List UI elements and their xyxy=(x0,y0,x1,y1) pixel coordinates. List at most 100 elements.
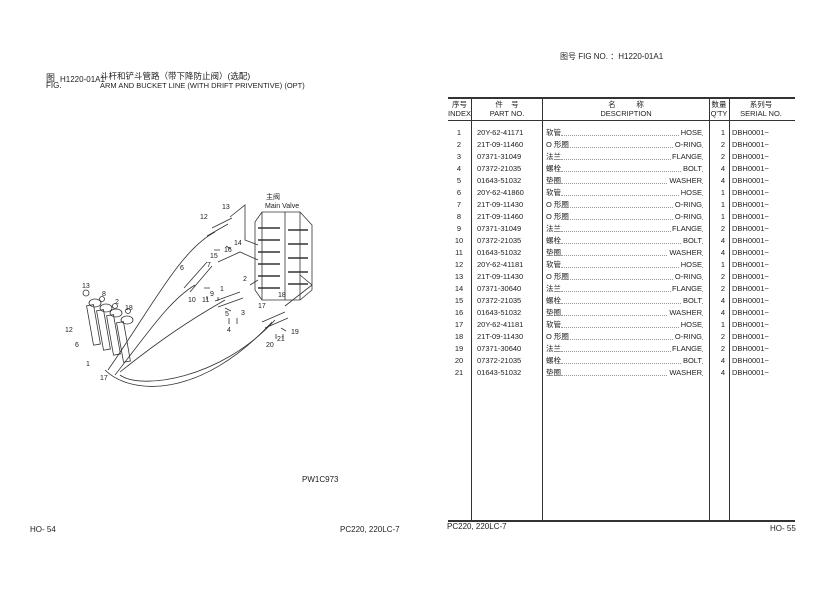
callout: 6 xyxy=(75,342,79,349)
quantity: 2 xyxy=(720,272,725,281)
leader-dots xyxy=(561,199,703,208)
description-cn: O 形圈 xyxy=(546,200,569,209)
callout: 2 xyxy=(115,299,119,306)
callout: 4 xyxy=(227,327,231,334)
main-valve-drawing xyxy=(254,211,313,301)
main-valve-label-cn: 主阀 xyxy=(266,192,280,201)
part-number: 21T-09-11430 xyxy=(477,332,524,341)
col-divider xyxy=(729,97,730,521)
title-en: ARM AND BUCKET LINE (WITH DRIFT PRIVENTI… xyxy=(100,81,305,90)
callout: 13 xyxy=(82,283,90,290)
description-en: HOSE xyxy=(679,127,702,139)
exploded-diagram: 主阀 Main Valve 13 12 14 15 16 7 6 2 9 11 … xyxy=(65,192,313,387)
callout: 3 xyxy=(241,310,245,317)
fig-no-label: 图号 FIG NO. ：H1220-01A1 xyxy=(560,52,664,61)
serial-number: DBH0001~ xyxy=(732,344,769,353)
callout: 16 xyxy=(224,247,232,254)
description-cn: 法兰 xyxy=(546,152,561,161)
row-index: 4 xyxy=(456,164,462,173)
leader-dots xyxy=(561,235,703,244)
part-number: 20Y-62-41171 xyxy=(477,128,524,137)
leader-dots xyxy=(561,127,703,136)
part-number: 20Y-62-41181 xyxy=(477,320,524,329)
part-number: 21T-09-11430 xyxy=(477,200,524,209)
col-divider xyxy=(471,97,472,521)
leader-dots xyxy=(561,295,703,304)
row-index: 19 xyxy=(454,344,464,353)
description-en: WASHER xyxy=(668,367,702,379)
quantity: 1 xyxy=(720,128,725,137)
description-cn: O 形圈 xyxy=(546,140,569,149)
callout: 5 xyxy=(225,311,229,318)
callout: 20 xyxy=(266,342,274,349)
description-en: FLANGE xyxy=(670,223,702,235)
serial-number: DBH0001~ xyxy=(732,212,769,221)
description-cn: 垫圈 xyxy=(546,176,561,185)
serial-number: DBH0001~ xyxy=(732,236,769,245)
fig-number: H1220-01A1 xyxy=(60,75,105,84)
table-top-rule xyxy=(448,97,795,99)
row-index: 12 xyxy=(454,260,464,269)
callout: 11 xyxy=(202,297,209,304)
row-index: 5 xyxy=(456,176,462,185)
description-cn: 螺栓 xyxy=(546,164,561,173)
drawing-code: PW1C973 xyxy=(302,475,339,484)
description-en: BOLT xyxy=(681,235,702,247)
callout: 17 xyxy=(100,375,108,382)
part-number: 21T-09-11460 xyxy=(477,140,524,149)
serial-number: DBH0001~ xyxy=(732,296,769,305)
header-rule xyxy=(448,120,795,121)
serial-number: DBH0001~ xyxy=(732,284,769,293)
leader-dots xyxy=(561,343,703,352)
row-index: 11 xyxy=(455,248,463,257)
serial-number: DBH0001~ xyxy=(732,164,769,173)
col-divider xyxy=(709,97,710,521)
part-number: 21T-09-11460 xyxy=(477,212,524,221)
leader-dots xyxy=(561,175,703,184)
callout: 17 xyxy=(258,303,266,310)
description-cn: 软管 xyxy=(546,260,561,269)
callout: 18 xyxy=(278,292,286,299)
callout: 21 xyxy=(277,336,285,343)
description-en: FLANGE xyxy=(670,151,702,163)
row-index: 21 xyxy=(454,368,464,377)
description-en: WASHER xyxy=(668,307,702,319)
part-number: 01643-51032 xyxy=(477,248,522,257)
description-cn: 法兰 xyxy=(546,284,561,293)
part-number: 07372-21035 xyxy=(477,164,522,173)
row-index: 9 xyxy=(456,224,462,233)
serial-number: DBH0001~ xyxy=(732,260,769,269)
quantity: 4 xyxy=(720,164,725,173)
row-index: 13 xyxy=(454,272,464,281)
leader-dots xyxy=(561,139,703,148)
quantity: 2 xyxy=(720,344,725,353)
leader-dots xyxy=(561,211,703,220)
callout: 6 xyxy=(180,265,184,272)
row-index: 2 xyxy=(456,140,462,149)
fig-label-cn: 图 xyxy=(46,73,56,83)
quantity: 4 xyxy=(720,368,725,377)
quantity: 2 xyxy=(720,152,725,161)
description-en: HOSE xyxy=(679,319,702,331)
serial-number: DBH0001~ xyxy=(732,320,769,329)
callout: 2 xyxy=(243,276,247,283)
leader-dots xyxy=(561,151,703,160)
description-en: O-RING xyxy=(673,271,702,283)
row-index: 1 xyxy=(456,128,462,137)
left-footer-model: PC220, 220LC-7 xyxy=(340,525,400,534)
quantity: 2 xyxy=(720,284,725,293)
part-number: 01643-51032 xyxy=(477,308,522,317)
quantity: 4 xyxy=(720,236,725,245)
description-cn: 软管 xyxy=(546,128,561,137)
leader-dots xyxy=(561,247,703,256)
quantity: 4 xyxy=(720,308,725,317)
serial-number: DBH0001~ xyxy=(732,332,769,341)
